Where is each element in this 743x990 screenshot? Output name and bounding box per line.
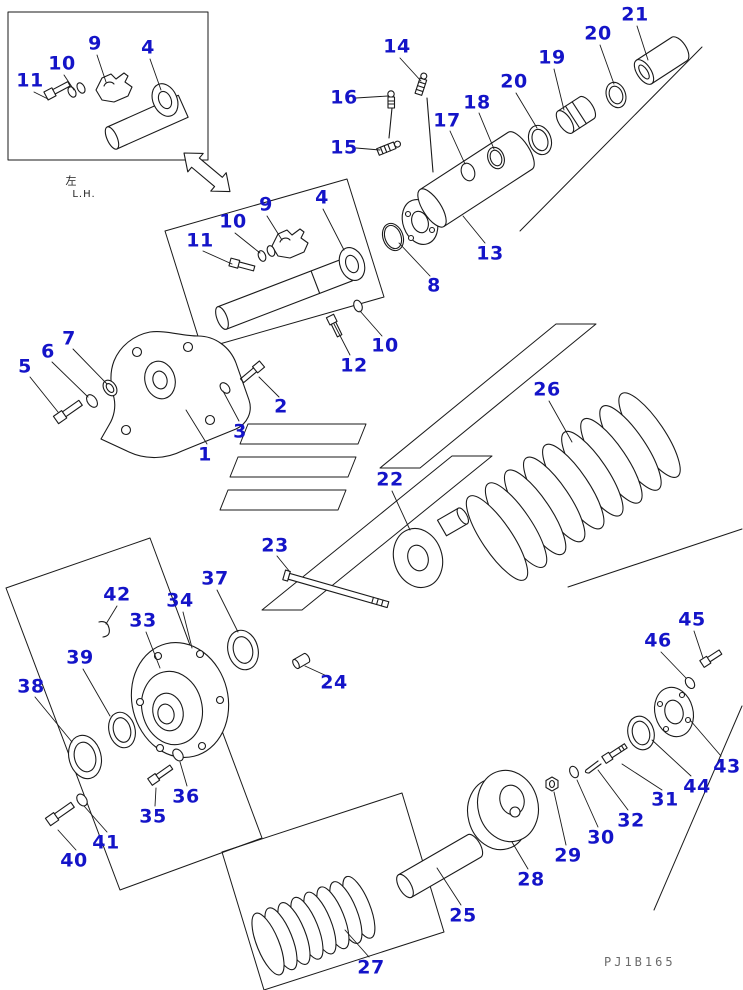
clip-42 [98, 621, 110, 638]
piston-28 [467, 769, 539, 851]
rings-17-21 [460, 36, 690, 182]
inset-caption-cjk: 左 [65, 174, 77, 188]
inset-part-drawing [43, 72, 189, 150]
flanges-43-44 [627, 649, 723, 751]
housing-1-group [52, 331, 266, 459]
spring-27 [251, 875, 376, 976]
fittings-14-15-16 [376, 72, 434, 173]
rod-25 [396, 833, 484, 899]
inset-box [7, 11, 209, 161]
doc-code: PJ1B165 [604, 955, 676, 969]
disc-22 [392, 507, 470, 589]
logo-mark [219, 323, 597, 611]
cylinder-13 [417, 131, 535, 228]
rod-23 [282, 569, 390, 670]
fasteners-29-32 [545, 743, 628, 792]
hub-assembly [44, 621, 259, 827]
direction-arrow-icon [183, 152, 231, 193]
spring-26 [465, 392, 681, 581]
panel-outlines [5, 11, 743, 990]
leader-lines [29, 25, 722, 958]
pin-24 [292, 652, 311, 670]
upper-yoke-assembly [215, 228, 366, 338]
inset-caption-latin: L.H. [72, 189, 96, 200]
